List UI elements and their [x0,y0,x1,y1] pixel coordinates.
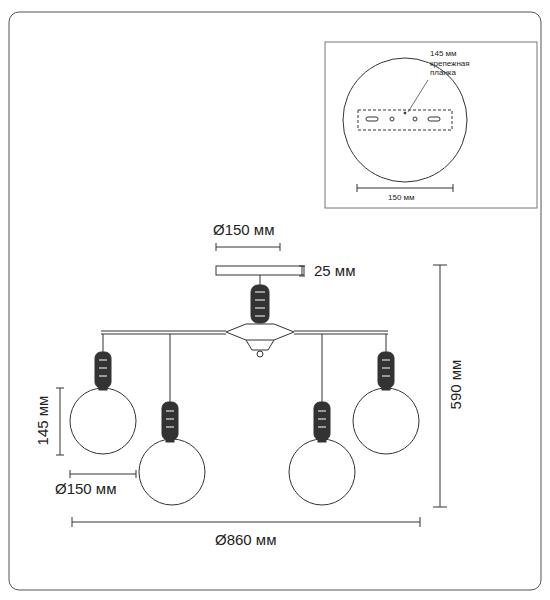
dimension-label: 145 мм [430,50,457,58]
dimension-label: 25 мм [314,263,355,278]
dimension-label: 590 мм [448,360,463,410]
dimension-label: крепежная планка [430,60,482,78]
dimension-label: Ø150 мм [55,481,117,496]
dimension-label: 150 мм [388,194,415,202]
dimension-label: Ø150 мм [213,222,275,237]
dimension-label: Ø860 мм [215,532,277,547]
dimension-label: 145 мм [35,396,50,446]
